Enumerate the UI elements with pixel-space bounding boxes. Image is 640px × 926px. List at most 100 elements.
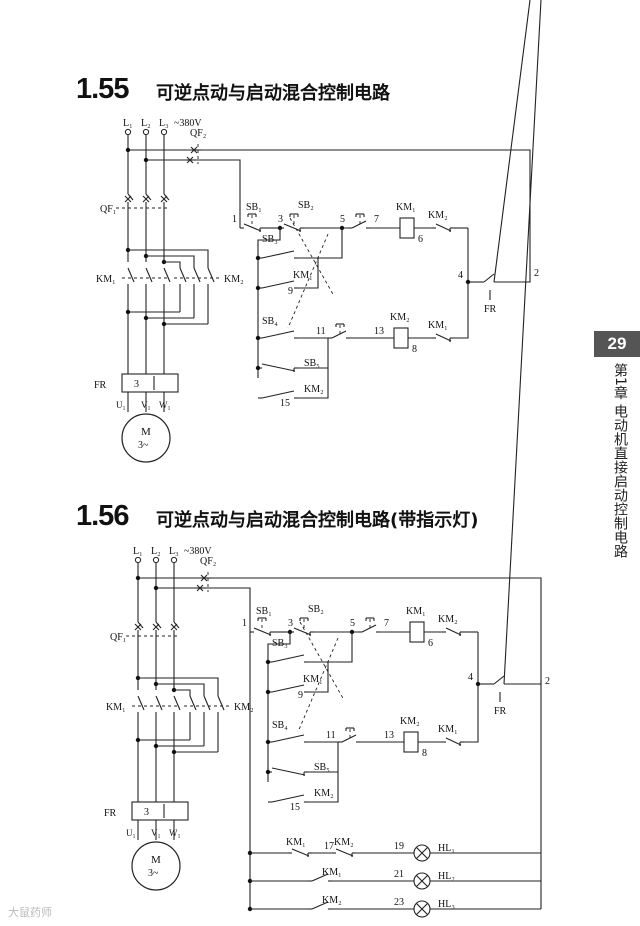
main-contact — [145, 267, 153, 283]
label: KM₂ — [428, 210, 448, 221]
label: 7 — [384, 618, 389, 629]
label: KM₁ — [293, 270, 313, 281]
junction-dot — [161, 321, 167, 327]
junction-dot — [135, 575, 141, 581]
fr-contact — [493, 675, 505, 685]
terminal — [160, 128, 168, 136]
switch-contact — [261, 250, 295, 259]
junction-dot — [153, 743, 159, 749]
fr-contact — [483, 273, 495, 283]
label: SB₃ — [272, 638, 288, 649]
wire — [308, 772, 339, 803]
label: ~380V — [174, 118, 202, 129]
wire — [190, 146, 198, 154]
watermark: 大鼠药师 — [8, 906, 52, 919]
label: KM₂ — [234, 702, 254, 713]
wire — [493, 0, 531, 283]
switch-contact — [311, 901, 329, 910]
label: SB₅ — [314, 762, 330, 773]
wire — [504, 680, 542, 685]
chapter-side-title: 第1章 电动机直接启动控制电路 — [612, 363, 628, 559]
label: FR — [494, 706, 507, 717]
label: SB₄ — [262, 316, 278, 327]
label: 7 — [374, 214, 379, 225]
label: 9 — [298, 690, 303, 701]
label: FR — [484, 304, 497, 315]
switch-contact — [271, 767, 306, 776]
label: U₁ — [116, 400, 126, 410]
switch-contact — [445, 737, 462, 746]
label: 9 — [288, 286, 293, 297]
wire — [156, 683, 205, 696]
switch-contact — [351, 220, 367, 229]
label: 23 — [394, 897, 404, 908]
label: ~380V — [184, 546, 212, 557]
terminal — [142, 128, 150, 136]
breaker-cross — [152, 623, 160, 631]
label: 13 — [374, 326, 384, 337]
wire — [200, 574, 208, 582]
motor-label: 3~ — [148, 868, 159, 879]
label: 6 — [418, 234, 423, 245]
switch-contact — [291, 848, 310, 857]
motor — [121, 413, 171, 463]
label: KM₂ — [224, 274, 244, 285]
wire — [202, 149, 531, 272]
switch-contact — [435, 333, 452, 342]
label: 13 — [384, 730, 394, 741]
thermal-relay — [131, 801, 189, 821]
main-contact — [207, 267, 215, 283]
label: L₂ — [141, 118, 151, 129]
switch-contact — [261, 280, 295, 289]
label: L₁ — [133, 546, 143, 557]
switch-contact — [271, 794, 305, 803]
label: KM₂ — [322, 895, 342, 906]
switch-contact — [311, 873, 329, 882]
label: QF₁ — [110, 632, 126, 643]
section-title: 可逆点动与启动混合控制电路(带指示灯) — [156, 510, 479, 531]
label: 11 — [316, 326, 326, 337]
junction-dot — [255, 255, 261, 261]
junction-dot — [171, 749, 177, 755]
label: KM₁ — [428, 320, 448, 331]
wire — [174, 689, 191, 696]
wire — [146, 255, 195, 268]
terminal — [124, 128, 132, 136]
wire — [308, 632, 353, 663]
wire — [196, 159, 241, 228]
section-number: 1.56 — [76, 500, 129, 532]
label: SB₁ — [256, 606, 272, 617]
wire — [186, 156, 194, 164]
breaker-cross — [170, 623, 178, 631]
terminal — [134, 556, 142, 564]
label: KM₂ — [438, 614, 458, 625]
label: 19 — [394, 841, 404, 852]
switch-contact — [341, 734, 357, 743]
label: SB₁ — [246, 202, 262, 213]
junction-dot — [265, 739, 271, 745]
label: L₂ — [151, 546, 161, 557]
main-contact — [137, 695, 145, 711]
label: 15 — [280, 398, 290, 409]
label: SB₃ — [262, 234, 278, 245]
switch-contact — [261, 330, 295, 339]
junction-dot — [265, 659, 271, 665]
label: KM₂ — [304, 384, 324, 395]
label: KM₁ — [106, 702, 126, 713]
label: KM₁ — [396, 202, 416, 213]
wire — [298, 368, 329, 399]
switch-contact — [271, 654, 305, 663]
label: 11 — [326, 730, 336, 741]
label: SB₂ — [298, 200, 314, 211]
motor-label: M — [141, 426, 151, 438]
wire — [257, 228, 281, 378]
wire — [503, 0, 542, 685]
junction-dot — [143, 315, 149, 321]
label: 1 — [232, 214, 237, 225]
junction-dot — [135, 737, 141, 743]
main-contact — [179, 267, 187, 283]
junction-dot — [255, 285, 261, 291]
label: KM₁ — [322, 867, 342, 878]
main-contact — [189, 695, 197, 711]
